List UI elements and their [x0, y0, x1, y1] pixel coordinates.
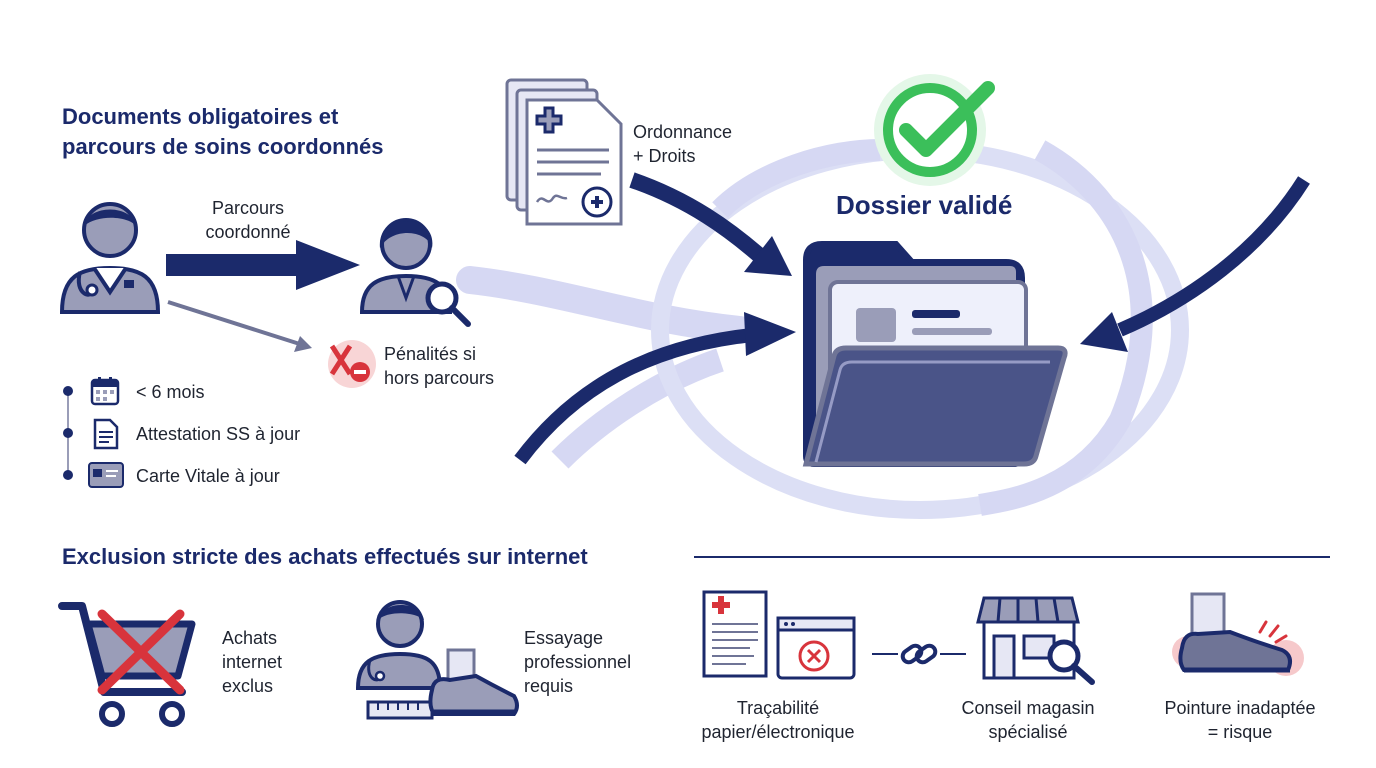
coordinated-path-arrow: [166, 240, 360, 290]
internet-label-line1: Achats: [222, 628, 278, 648]
fitting-label-line2: professionnel: [524, 652, 632, 672]
checklist-bullet: [63, 470, 73, 480]
link-icon: [872, 643, 966, 665]
section1-title: Documents obligatoires et parcours de so…: [62, 102, 482, 162]
traceability-label: Traçabilité papier/électronique: [676, 696, 880, 744]
penalty-label: Pénalités si hors parcours: [384, 342, 544, 390]
checklist-item-vitale-card: Carte Vitale à jour: [136, 466, 280, 486]
section1-title-line1: Documents obligatoires et: [62, 104, 339, 129]
traceability-label-line1: Traçabilité: [736, 698, 820, 718]
path-label-line1: Parcours: [211, 198, 285, 218]
shopping-cart-icon: [58, 602, 196, 727]
fitting-label-line3: requis: [524, 676, 574, 696]
penalty-label-line1: Pénalités si: [384, 344, 477, 364]
doctor-icon: [59, 202, 161, 314]
calendar-icon: [90, 377, 120, 406]
prescription-label-line1: Ordonnance: [633, 122, 733, 142]
store-advice-label: Conseil magasin spécialisé: [938, 696, 1118, 744]
check-icon: [874, 74, 995, 186]
store-icon: [976, 596, 1095, 685]
traceability-icon: [702, 590, 856, 680]
penalty-label-line2: hors parcours: [384, 368, 495, 388]
section2-title: Exclusion stricte des achats effectués s…: [62, 544, 588, 569]
section1-title-line2: parcours de soins coordonnés: [62, 134, 384, 159]
traceability-label-line2: papier/électronique: [701, 722, 855, 742]
validated-label: Dossier validé: [836, 190, 1013, 220]
size-label-line2: = risque: [1207, 722, 1273, 742]
store-label-line1: Conseil magasin: [961, 698, 1095, 718]
size-label-line1: Pointure inadaptée: [1164, 698, 1316, 718]
internet-label-line2: internet: [222, 652, 283, 672]
checklist-bullet: [63, 386, 73, 396]
fitting-label-line1: Essayage: [524, 628, 604, 648]
path-label-line2: coordonné: [205, 222, 291, 242]
document-icon: [93, 418, 119, 450]
internet-label-line3: exclus: [222, 676, 274, 696]
card-icon: [88, 462, 124, 488]
out-of-path-arrow: [167, 300, 312, 352]
section2-rule: [694, 556, 1330, 558]
checklist-item-attestation: Attestation SS à jour: [136, 424, 301, 444]
fitting-label: Essayage professionnel requis: [524, 626, 664, 698]
path-label: Parcours coordonné: [180, 196, 316, 244]
checklist-bullet: [63, 428, 73, 438]
folder-icon: [802, 241, 1068, 467]
specialist-icon: [359, 218, 471, 327]
fitting-professional-icon: [355, 600, 519, 720]
ill-fitting-shoe-icon: [1172, 592, 1304, 676]
penalty-icon: [328, 340, 376, 388]
store-label-line2: spécialisé: [988, 722, 1068, 742]
prescription-documents-icon: [505, 78, 623, 226]
checklist-item-validity: < 6 mois: [136, 382, 205, 402]
size-risk-label: Pointure inadaptée = risque: [1140, 696, 1340, 744]
prescription-label: Ordonnance + Droits: [633, 120, 773, 168]
prescription-label-line2: + Droits: [633, 146, 696, 166]
internet-exclusion-label: Achats internet exclus: [222, 626, 332, 698]
